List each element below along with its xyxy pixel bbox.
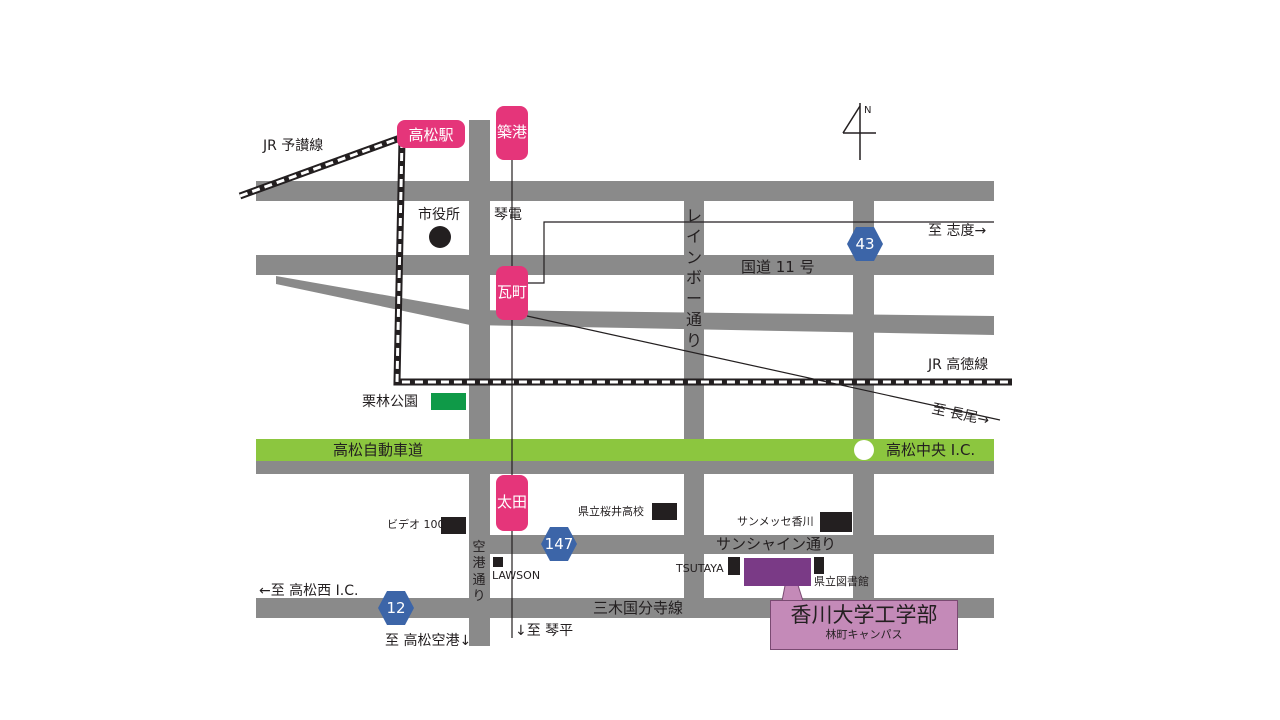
callout-title: 香川大学工学部 <box>790 603 938 627</box>
lawson-building <box>493 557 503 567</box>
label-rainbow-dori: レインボー通り <box>685 206 702 350</box>
road-north <box>256 181 994 201</box>
label-to-shido: 至 志度→ <box>928 223 987 239</box>
road-kokudo-11 <box>256 255 994 275</box>
label-jr-yosan: JR 予讃線 <box>263 138 324 154</box>
north-arrow-icon <box>842 103 876 160</box>
label-chuo-ic: 高松中央 I.C. <box>886 441 976 459</box>
label-to-kotohira: ↓至 琴平 <box>515 623 574 639</box>
shido-line <box>527 221 994 284</box>
label-sakurai-high: 県立桜井高校 <box>578 505 644 518</box>
label-city-hall: 市役所 <box>418 207 460 223</box>
label-kokudo-11: 国道 11 号 <box>741 258 815 276</box>
sunmesse-building <box>820 512 852 532</box>
label-library: 県立図書館 <box>814 575 869 588</box>
station-ota: 太田 <box>496 475 528 531</box>
label-miki-kokubunji: 三木国分寺線 <box>593 599 684 617</box>
station-kawaramachi: 瓦町 <box>496 266 528 320</box>
label-ritsurin-park: 栗林公園 <box>362 394 418 410</box>
label-video100: ビデオ 100 <box>387 518 445 531</box>
label-to-airport: 至 高松空港↓ <box>385 633 472 649</box>
north-label: N <box>864 105 872 116</box>
tsutaya-building <box>728 557 740 575</box>
city-hall-marker <box>429 226 451 248</box>
label-expressway: 高松自動車道 <box>333 441 424 459</box>
route-43-sign: 43 <box>847 227 883 261</box>
road-rainbow-dori <box>684 190 704 610</box>
label-sunmesse: サンメッセ香川 <box>737 515 814 528</box>
jr-yosan-line <box>238 134 402 200</box>
label-tsutaya: TSUTAYA <box>676 562 724 575</box>
sakurai-high-building <box>652 503 677 520</box>
label-kuko-dori: 空港通り <box>472 540 486 604</box>
video100-building <box>441 517 466 534</box>
route-147-sign: 147 <box>541 527 577 561</box>
road-route-43 <box>853 200 874 620</box>
campus-building <box>744 558 811 586</box>
road-south-expressway <box>256 458 994 474</box>
ritsurin-park-marker <box>431 393 466 410</box>
label-lawson: LAWSON <box>492 569 541 582</box>
nagao-line <box>526 315 1001 421</box>
route-12-sign: 12 <box>378 591 414 625</box>
label-jr-kotoku: JR 高徳線 <box>928 357 989 373</box>
jr-kotoku-line <box>393 139 1012 386</box>
interchange-marker <box>854 440 874 460</box>
station-takamatsu: 高松駅 <box>397 120 465 148</box>
label-to-nishi-ic: ←至 高松西 I.C. <box>259 583 359 599</box>
library-building <box>814 557 824 574</box>
campus-callout: 香川大学工学部 林町キャンパス <box>770 600 958 650</box>
label-sunshine-dori: サンシャイン通り <box>716 535 837 553</box>
road-diagonal <box>276 276 994 335</box>
expressway-band <box>256 439 994 461</box>
station-chikko: 築港 <box>496 106 528 160</box>
label-kotoden: 琴電 <box>494 207 522 223</box>
callout-subtitle: 林町キャンパス <box>825 628 903 641</box>
